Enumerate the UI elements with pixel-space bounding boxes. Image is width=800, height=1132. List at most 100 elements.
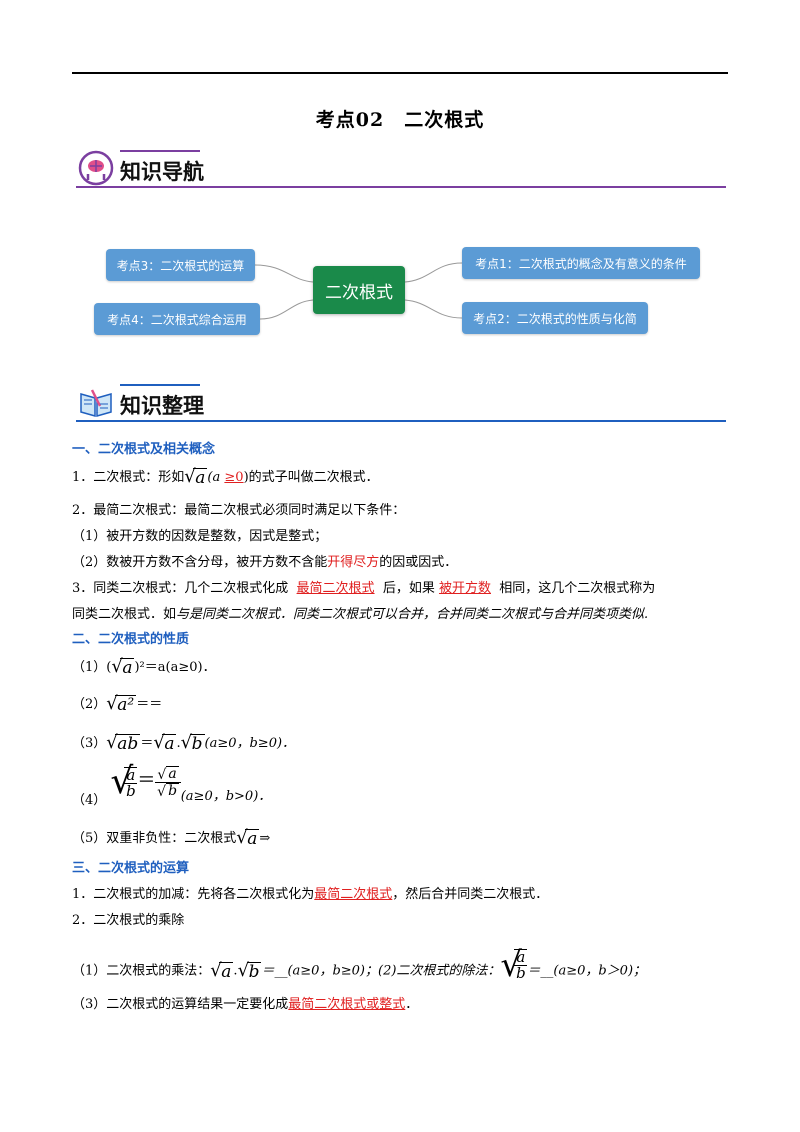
s2-property-5: （5）双重非负性：二次根式√a⇒ [72,827,271,849]
radicand: a [193,468,208,488]
text: (a [207,470,221,485]
org-header-label: 知识整理 [120,394,204,418]
text: （2） [72,697,107,712]
text: ⇒ [259,831,271,846]
text: ＝__(a≥0，b≥0)；(2)二次根式的除法： [261,963,501,979]
s1-line-2: 2．最简二次根式：最简二次根式必须同时满足以下条件： [72,503,406,518]
text: . [176,736,181,751]
text: 同类二次根式．如 [72,607,177,622]
sqrt-a: √a [153,732,177,754]
radicand: b [189,734,205,754]
section-3-title: 三、二次根式的运算 [72,861,190,876]
mindmap-node-3: 考点3：二次根式的运算 [106,249,255,281]
text: 的因或因式． [379,555,458,570]
mindmap-connectors [254,262,463,320]
text: 相同，这几个二次根式称为 [499,581,656,596]
org-header-bar [120,384,200,386]
answer-highlight: 开得尽方 [327,555,380,570]
text: （5）双重非负性：二次根式 [72,831,237,846]
s3-line-3: （1）二次根式的乘法：√a.√b＝__(a≥0，b≥0)；(2)二次根式的除法：… [72,945,647,987]
radicand: a² [115,695,137,715]
nav-header-bar [120,150,200,152]
mindmap-node-2: 考点2：二次根式的性质与化简 [462,302,648,334]
sqrt-a: √a [210,959,234,982]
denominator: b [516,964,526,982]
text: ＝ [140,736,154,751]
s1-line-1: 1．二次根式：形如√a(a ≥0)的式子叫做二次根式． [72,466,379,488]
answer-blank: ≥0 [224,470,244,485]
text: 1．二次根式的加减：先将各二次根式化为 [72,887,315,902]
s3-line-2: 2．二次根式的乘除 [72,913,185,928]
text: （2）数被开方数不含分母，被开方数不含能 [72,555,328,570]
fraction-of-roots: √a√b [155,766,181,800]
text: ． [405,997,419,1012]
sqrt-a: √a [111,656,135,678]
section-2-title: 二、二次根式的性质 [72,632,190,647]
header-rule [72,72,728,74]
radicand: b [246,961,262,982]
org-header-underline [76,420,726,422]
nav-section-header: 知识导航 [76,150,726,190]
org-section-header: 知识整理 [76,384,726,424]
sqrt-a: √a [184,466,208,488]
book-icon [80,389,112,417]
s2-property-3: （3）√ab＝√a.√b(a≥0，b≥0)． [72,732,296,754]
text: ＝ [137,770,156,791]
answer-blank: 被开方数 [438,581,491,596]
text: （4） [72,793,107,808]
text: （1）二次根式的乘法： [72,963,211,979]
denominator: b [126,781,136,800]
text: ＝＝ [136,697,163,712]
nav-header-label: 知识导航 [120,160,204,184]
text: )的式子叫做二次根式． [243,470,379,485]
s1-line-6: 同类二次根式．如与是同类二次根式．同类二次根式可以合并，合并同类二次根式与合并同… [72,603,648,622]
page-title: 考点02 二次根式 [315,109,485,131]
section-1-title: 一、二次根式及相关概念 [72,442,216,457]
text: 后，如果 [382,581,435,596]
radicand: b [166,783,180,799]
sqrt-a-squared: √a² [106,693,137,715]
nav-header-underline [76,186,726,188]
radicand: a [166,766,179,782]
text: ，然后合并同类二次根式． [392,887,549,902]
radicand: a [162,734,177,754]
brain-icon [78,150,114,186]
s3-line-4: （3）二次根式的运算结果一定要化成最简二次根式或整式． [72,993,418,1012]
sqrt-b: √b [180,732,205,754]
text: （1）( [72,660,112,675]
answer-blank: 最简二次根式 [296,581,375,596]
radicand: a [245,829,260,849]
text: (a≥0，b≥0)． [204,736,296,751]
text: （3） [72,736,107,751]
s2-property-1: （1）(√a)²＝a(a≥0)． [72,656,216,678]
answer-blank: 最简二次根式或整式 [288,997,406,1012]
numerator: a [514,948,528,966]
text: 与是同类二次根式．同类二次根式可以合并，合并同类二次根式与合并同类项类似. [176,607,649,622]
radicand: a [219,961,234,982]
radicand: a [120,658,135,678]
radicand: ab [115,734,141,754]
text: 3．同类二次根式：几个二次根式化成 [72,581,289,596]
s3-line-1: 1．二次根式的加减：先将各二次根式化为最简二次根式，然后合并同类二次根式． [72,883,548,902]
text: 1．二次根式：形如 [72,470,185,485]
sqrt-a: √a [236,827,260,849]
numerator: a [124,765,138,784]
text: (a≥0，b>0)． [180,789,272,804]
text: . [233,963,238,979]
s1-line-3: （1）被开方数的因数是整数，因式是整式； [72,529,328,544]
answer-blank: 最简二次根式 [314,887,393,902]
mindmap-node-1: 考点1：二次根式的概念及有意义的条件 [462,247,700,279]
text: ＝__(a≥0，b＞0)； [527,963,647,979]
s1-line-4: （2）数被开方数不含分母，被开方数不含能开得尽方的因或因式． [72,551,457,570]
sqrt-b: √b [237,959,262,982]
mindmap-center: 二次根式 [313,266,405,314]
mindmap-node-4: 考点4：二次根式综合运用 [94,303,260,335]
sqrt-ab: √ab [106,732,141,754]
s1-line-5: 3．同类二次根式：几个二次根式化成 最简二次根式 后，如果 被开方数 相同，这几… [72,577,655,596]
text: （3）二次根式的运算结果一定要化成 [72,997,289,1012]
text: )²＝a(a≥0)． [134,660,216,675]
s2-property-2: （2）√a²＝＝ [72,693,163,715]
